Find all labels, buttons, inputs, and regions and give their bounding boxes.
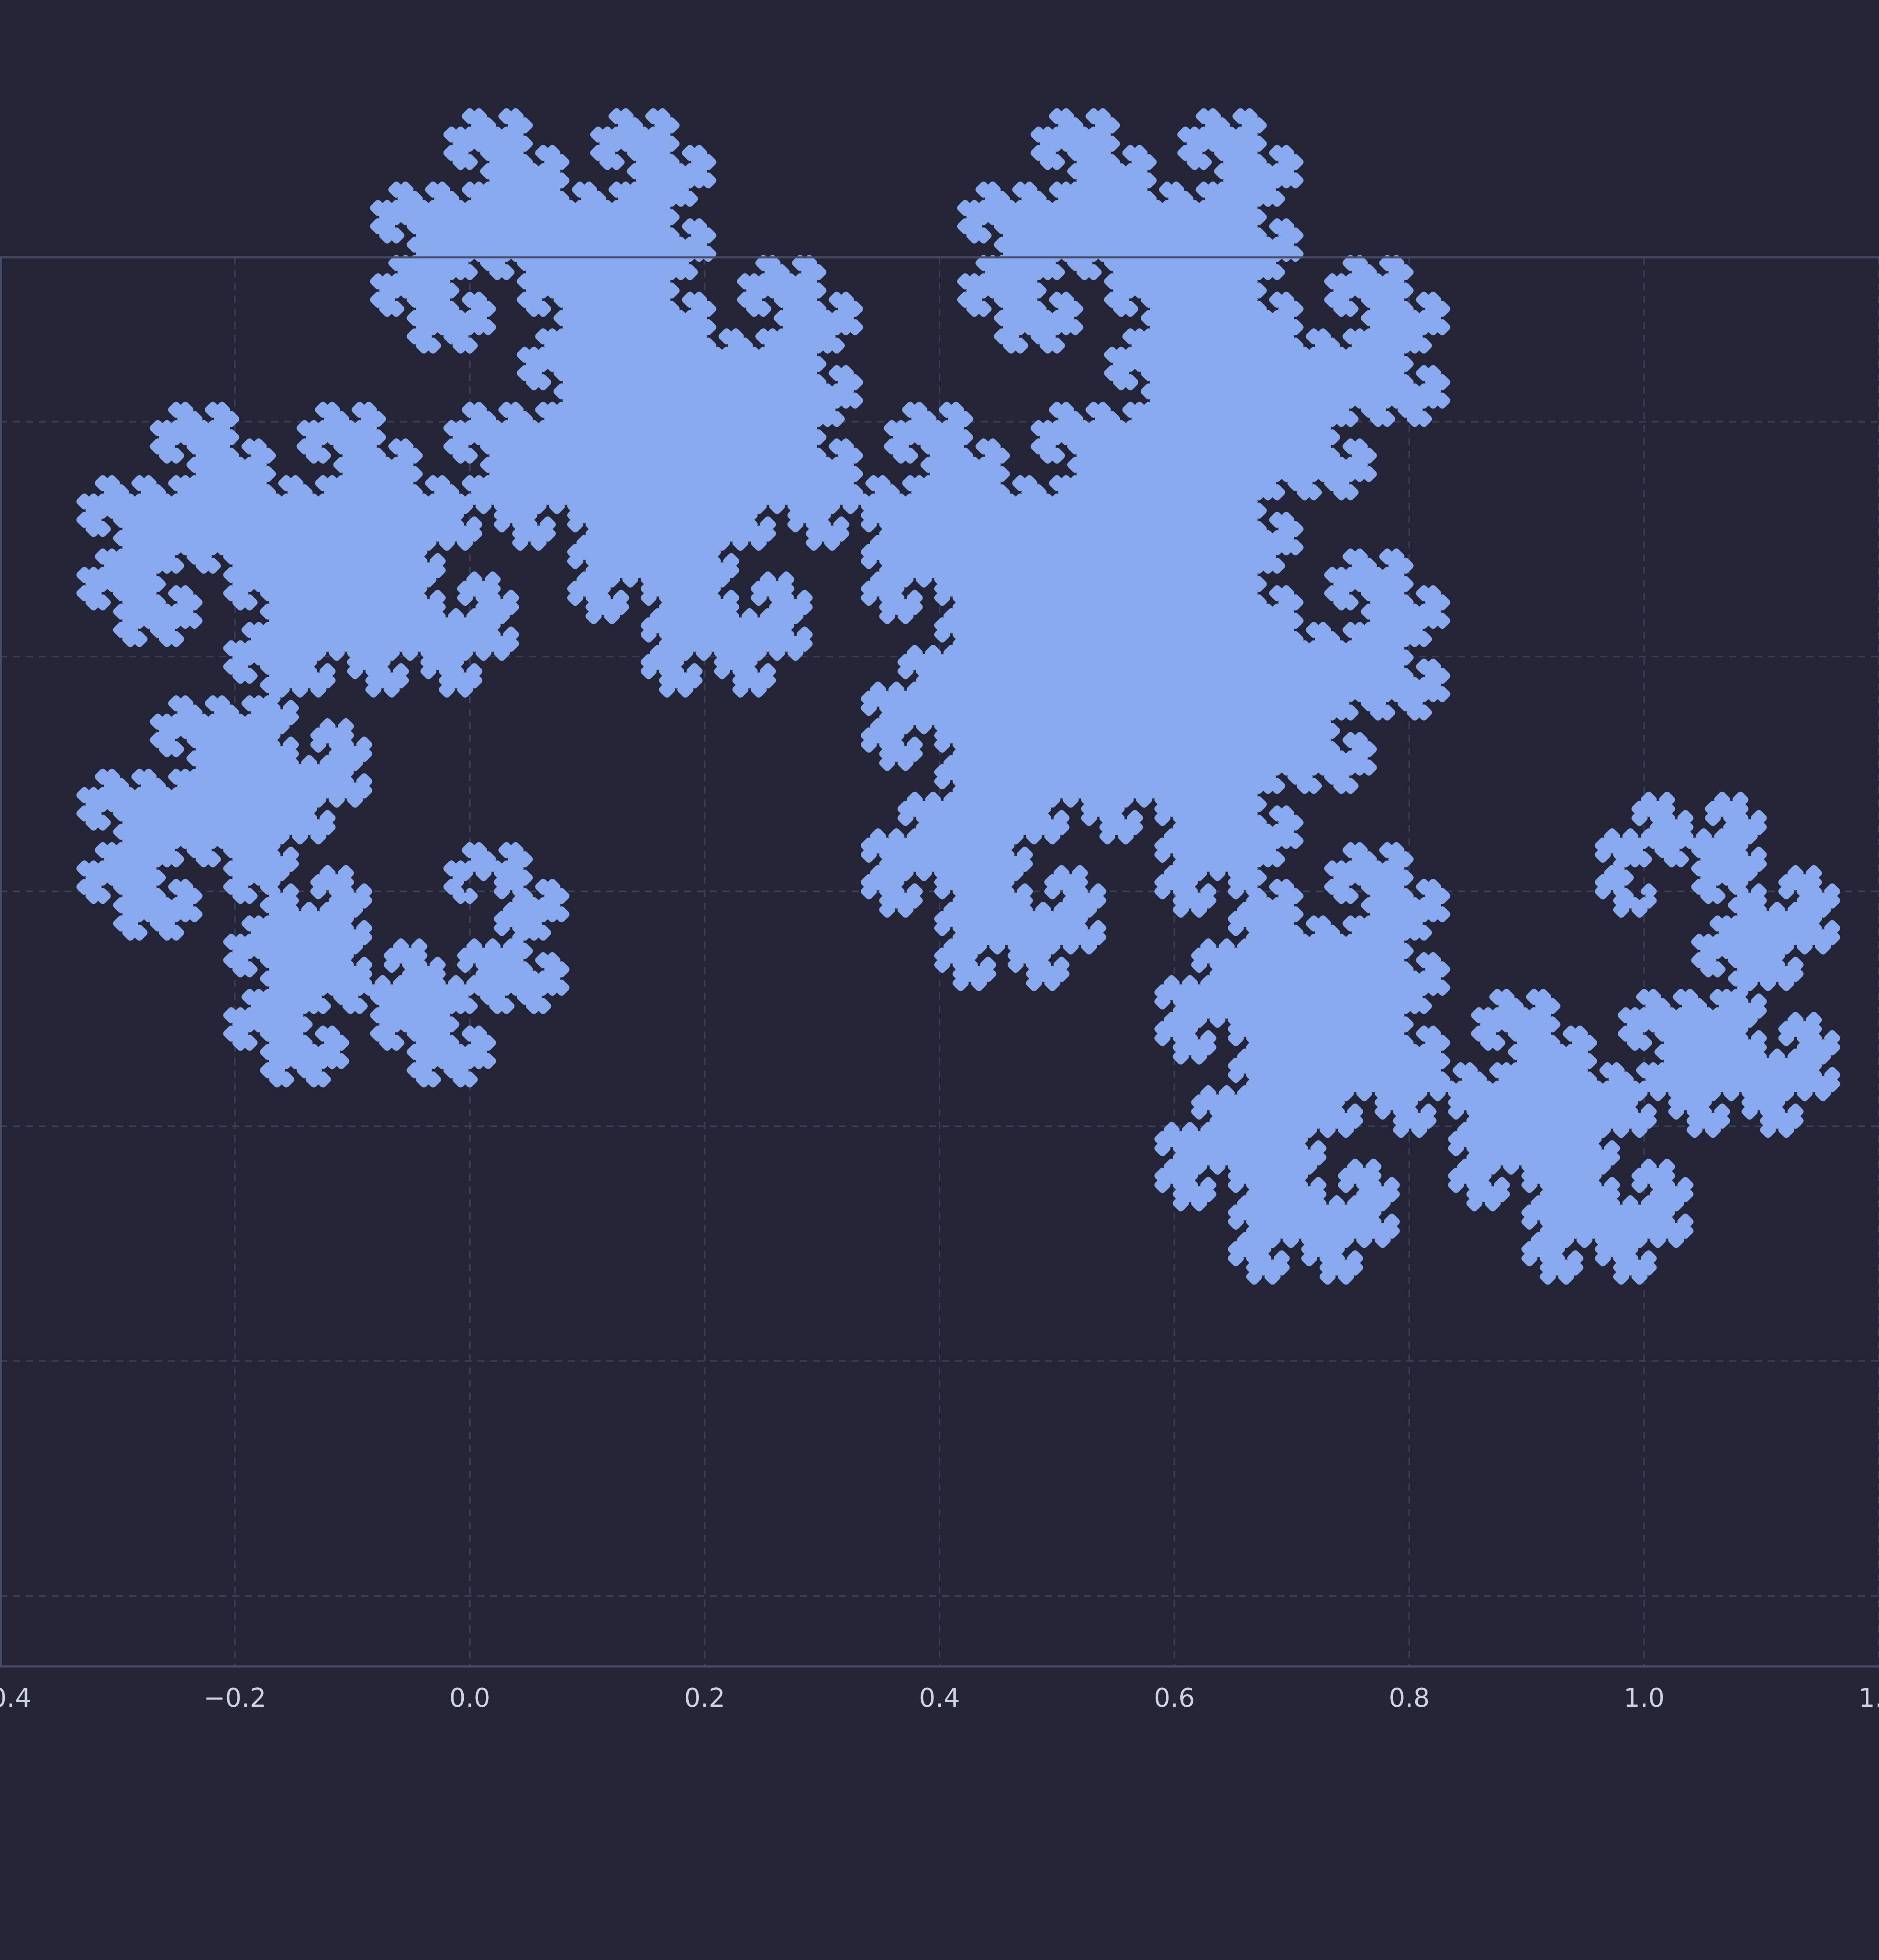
x-tick-label: 1.0: [1624, 1683, 1665, 1713]
dragon-curve-fill: [76, 108, 1840, 1285]
x-tick-label: −0.4: [0, 1683, 31, 1713]
x-tick-label: 0.8: [1389, 1683, 1430, 1713]
x-tick-label: −0.2: [204, 1683, 266, 1713]
x-tick-labels: −0.4 −0.2 0.0 0.2 0.4 0.6 0.8 1.0 1.2: [0, 1683, 1879, 1713]
x-tick-label: 0.2: [684, 1683, 725, 1713]
x-tick-label: 0.6: [1154, 1683, 1195, 1713]
x-tick-label: 0.0: [449, 1683, 490, 1713]
x-tick-label: 1.2: [1858, 1683, 1879, 1713]
x-tick-label: 0.4: [919, 1683, 960, 1713]
fractal-layer: [76, 108, 1840, 1285]
